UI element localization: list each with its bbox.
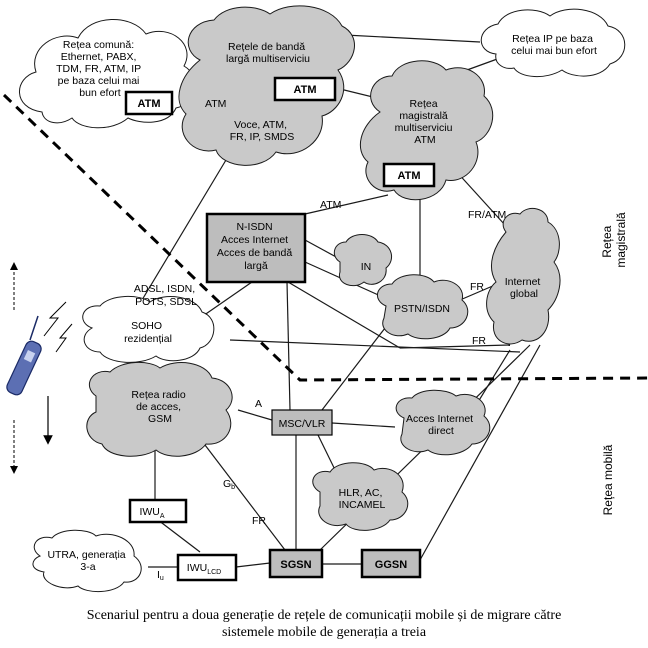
cloud-in: [333, 234, 393, 287]
cloud-broadband-label: Rețele de bandă largă multiserviciu: [226, 41, 310, 65]
nisdn-box: [205, 212, 307, 284]
link-soho-internet: [229, 339, 521, 353]
cloud-soho: [82, 296, 215, 363]
link-pstn-internet: [459, 284, 496, 301]
cloud-hlr: [312, 462, 409, 531]
cloud-in-label: IN: [361, 261, 372, 273]
msc-vlr-box-label: MSC/VLR: [279, 418, 326, 430]
link-pstn-msc: [321, 314, 396, 411]
link-ggsn-internet: [419, 344, 541, 561]
iwu-a-box-label: IWUA: [139, 506, 164, 520]
link-soho-broadband: [129, 149, 233, 321]
link-label-fr-2: FR: [472, 335, 486, 347]
link-nisdn-in: [304, 239, 339, 259]
atm-box-mid-label: ATM: [293, 84, 316, 96]
ggsn-box: [360, 548, 422, 579]
figure-caption-line-1: Scenariul pentru a doua generație de reț…: [86, 608, 562, 623]
atm-box-mid: [273, 76, 337, 102]
links: [129, 34, 541, 568]
iwu-lcd-box-label: IWULCD: [187, 562, 221, 576]
link-iwua-iwulcd: [157, 519, 201, 553]
link-label-atm-1: ATM: [205, 98, 226, 110]
radio-wave-icon-upper: [43, 301, 67, 337]
cloud-public-network-label: Rețea comună: Ethernet, PABX, TDM, FR, A…: [56, 39, 144, 99]
cloud-backbone-label: Rețea magistrală multiserviciu ATM: [395, 98, 456, 146]
cloud-pstn-label: PSTN/ISDN: [394, 303, 450, 315]
atm-box-backbone-label: ATM: [397, 170, 420, 182]
atm-box-backbone: [382, 162, 436, 188]
mobile-phone-icon: [6, 315, 42, 396]
radio-wave-icon-lower: [55, 323, 73, 353]
link-nisdn-msc: [286, 281, 291, 411]
link-label-fr-1: FR: [470, 281, 484, 293]
side-label-mobile-network: Rețea mobilă: [601, 444, 615, 515]
cloud-broadband: [178, 5, 355, 166]
link-label-iu: Iu: [157, 569, 164, 582]
cloud-gsm-ran: [86, 362, 233, 457]
cloud-ip-best-effort-label: Rețea IP pe baza celui mai bun efort: [511, 33, 597, 57]
cloud-pstn: [377, 274, 469, 340]
cloud-broadband-services-label: Voce, ATM, FR, IP, SMDS: [230, 119, 295, 143]
link-label-gb: Gb: [223, 478, 235, 491]
link-broadband-ip: [344, 34, 481, 43]
link-msc-access: [331, 422, 396, 428]
side-label-core-network: Rețea magistrală: [600, 212, 628, 268]
link-label-a: A: [255, 398, 262, 410]
figure-caption-line-2: sistemele mobile de generația a treia: [221, 625, 427, 640]
iwu-lcd-box: [176, 553, 238, 582]
cloud-internet-label: Internet global: [505, 276, 544, 300]
link-label-adsl: ADSL, ISDN, POTS, SDSL: [134, 283, 198, 308]
cloud-utra-label: UTRA, generația 3-a: [47, 549, 128, 573]
link-label-fr-atm: FR/ATM: [468, 209, 506, 221]
network-diagram: Rețea comună: Ethernet, PABX, TDM, FR, A…: [2, 5, 648, 592]
cloud-ip-best-effort: [480, 8, 626, 77]
cloud-gsm-ran-label: Rețea radio de acces, GSM: [131, 389, 188, 425]
link-label-fr-3: FR: [252, 515, 266, 527]
cloud-utra: [32, 529, 142, 592]
link-gsm-msc: [237, 409, 273, 421]
msc-vlr-box: [271, 409, 333, 436]
atm-box-left-label: ATM: [137, 98, 160, 110]
atm-box-left: [124, 90, 174, 116]
cloud-soho-label: SOHO rezidențial: [124, 320, 172, 345]
link-backbone-internet: [454, 169, 506, 226]
iwu-a-box: [128, 498, 188, 524]
link-nisdn-internet: [287, 281, 401, 349]
sgsn-box-label: SGSN: [280, 559, 311, 571]
ggsn-box-label: GGSN: [375, 559, 407, 571]
core-boundary-dashed: [2, 93, 648, 382]
link-gsm-sgsn: [204, 444, 286, 551]
cloud-internet-access-label: Acces Internet direct: [406, 413, 476, 437]
link-iwulcd-sgsn: [235, 562, 271, 568]
cloud-internet: [486, 207, 561, 345]
cloud-internet-access: [395, 389, 491, 456]
link-label-atm-2: ATM: [320, 199, 341, 211]
cloud-hlr-label: HLR, AC, INCAMEL: [339, 487, 386, 511]
nisdn-box-label: N-ISDN Acces Internet Acces de bandă lar…: [217, 221, 295, 272]
sgsn-box: [268, 548, 324, 579]
link-nisdn-backbone: [304, 194, 389, 215]
link-soho-nisdn: [199, 281, 253, 319]
